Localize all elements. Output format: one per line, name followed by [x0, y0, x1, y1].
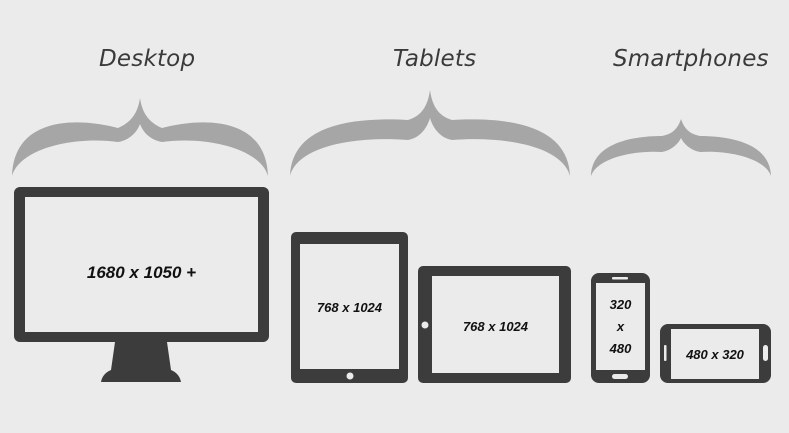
- phone-portrait-resolution-line2: x: [616, 319, 625, 334]
- tablet-portrait-screen: [300, 244, 399, 369]
- curly-brace-icon: [290, 90, 570, 176]
- phone-landscape-resolution-label: 480 x 320: [686, 347, 744, 362]
- phone-portrait-resolution-label: 320 x 480: [596, 294, 645, 360]
- monitor-icon: [14, 187, 269, 382]
- category-title-tablets: Tablets: [393, 46, 477, 72]
- tablet-portrait-resolution-label: 768 x 1024: [316, 300, 383, 315]
- monitor-screen: [25, 197, 258, 332]
- phone-landscape-home-button: [763, 345, 768, 361]
- phone-portrait-resolution-line1: 320: [609, 297, 632, 312]
- tablet-landscape-home-button: [421, 321, 429, 329]
- smartphone-icon: [660, 324, 771, 383]
- tablet-icon: [418, 266, 571, 383]
- monitor-stand: [101, 342, 181, 382]
- phone-portrait-screen: [596, 283, 645, 370]
- phone-landscape-speaker: [664, 345, 667, 361]
- smartphone-icon: [591, 273, 650, 383]
- curly-brace-icon: [12, 98, 268, 176]
- monitor-resolution-label: 1680 x 1050 +: [86, 263, 197, 282]
- curly-brace-icon: [591, 119, 771, 176]
- category-title-smartphones: Smartphones: [613, 46, 769, 72]
- tablet-icon: [291, 232, 408, 383]
- tablet-portrait-home-button: [346, 372, 354, 380]
- phone-portrait-resolution-line3: 480: [609, 341, 632, 356]
- tablet-landscape-screen: [432, 276, 559, 373]
- phone-landscape-screen: [671, 329, 759, 379]
- tablet-landscape-resolution-label: 768 x 1024: [462, 319, 529, 334]
- phone-portrait-home-button: [612, 374, 628, 379]
- category-title-desktop: Desktop: [99, 46, 196, 72]
- phone-portrait-speaker: [612, 277, 628, 280]
